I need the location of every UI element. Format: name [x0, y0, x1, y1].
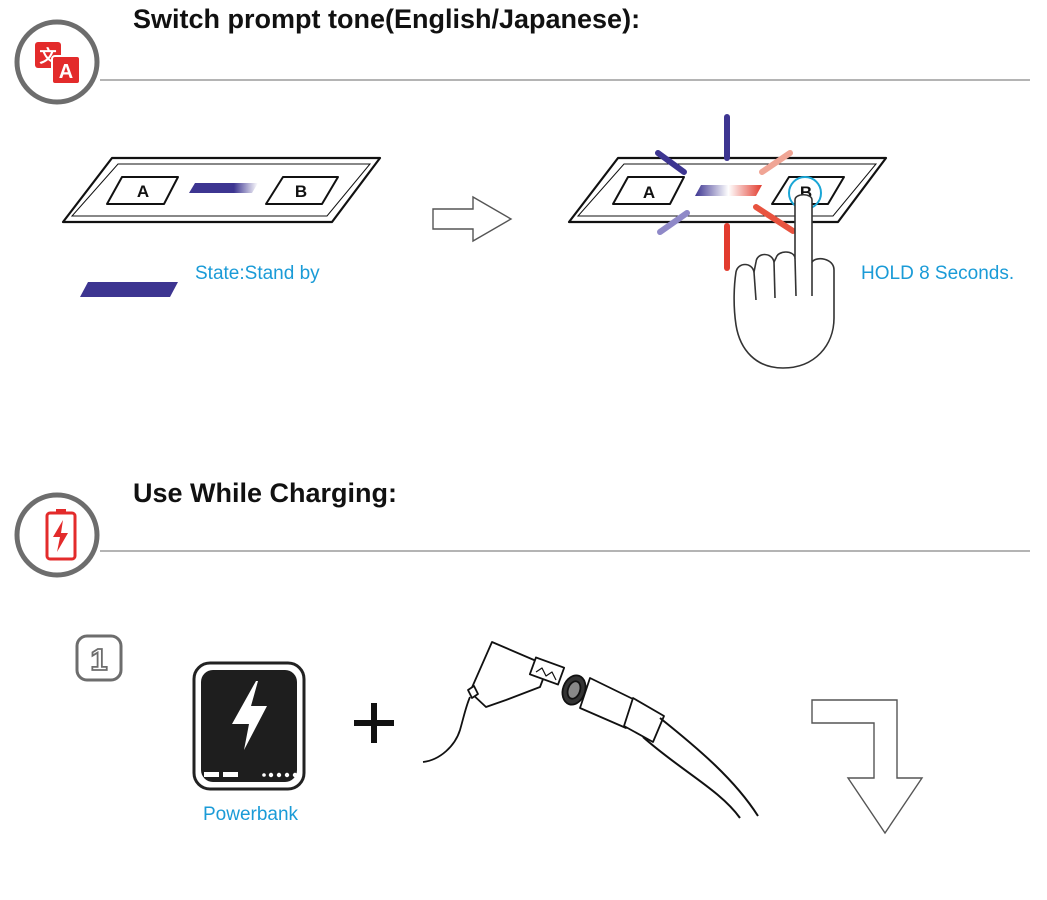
button-a-switching [612, 176, 685, 205]
step-number-label: 1 [90, 642, 107, 677]
button-b-label-standby: B [295, 182, 307, 201]
turn-down-arrow-icon [811, 699, 924, 835]
section-title-switch-tone: Switch prompt tone(English/Japanese): [133, 4, 641, 34]
hand-icon [733, 193, 835, 369]
button-a-standby [106, 176, 179, 205]
flash-rays [655, 114, 796, 271]
standby-led-legend [80, 282, 178, 297]
plus-icon [354, 703, 394, 743]
right-arrow-icon [432, 195, 513, 243]
button-a-label-switching: A [643, 183, 655, 202]
section-title-charging: Use While Charging: [133, 478, 398, 508]
control-panel-standby [61, 156, 382, 224]
button-b-standby [265, 176, 339, 205]
svg-text:A: A [59, 61, 73, 83]
translate-icon: 文 A [14, 19, 100, 105]
battery-charging-icon [14, 492, 100, 578]
step-number-badge [75, 634, 123, 682]
magnetic-cable-icon [422, 641, 759, 819]
state-standby-label: State:Stand by [195, 263, 320, 284]
powerbank-icon [192, 661, 306, 791]
control-panel-switching [567, 156, 888, 224]
button-a-label-standby: A [137, 182, 149, 201]
led-bar-standby [189, 183, 258, 193]
hold-duration-label: HOLD 8 Seconds. [861, 263, 1015, 284]
powerbank-label: Powerbank [203, 804, 299, 825]
led-bar-switching [695, 185, 762, 196]
